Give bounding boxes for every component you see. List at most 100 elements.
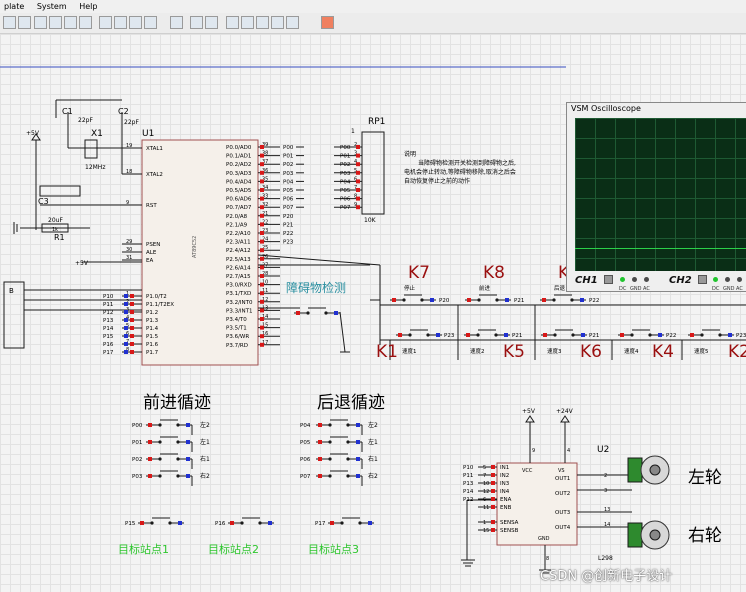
u1-pin-name: ALE bbox=[146, 250, 157, 256]
forward-track-switch-contact bbox=[158, 457, 162, 461]
tools-icon[interactable] bbox=[205, 16, 218, 29]
paste-icon[interactable] bbox=[18, 16, 31, 29]
backward-track-switch-pin bbox=[318, 457, 322, 461]
zoom-icon[interactable] bbox=[99, 16, 112, 29]
u1-pin-name: P2.1/A9 bbox=[226, 222, 248, 228]
wire-icon[interactable] bbox=[114, 16, 127, 29]
device-icon[interactable] bbox=[226, 16, 239, 29]
binoculars-icon[interactable] bbox=[190, 16, 203, 29]
forward-track-switch-contact bbox=[158, 423, 162, 427]
rp1-net: P01 bbox=[340, 154, 350, 160]
check-icon[interactable] bbox=[286, 16, 299, 29]
netlist-icon[interactable] bbox=[170, 16, 183, 29]
ch1-color-box[interactable] bbox=[604, 275, 613, 284]
power-24v: +24V bbox=[556, 408, 574, 415]
oscilloscope-window[interactable]: VSM Oscilloscope CH1 DC GND AC CH2 DC GN… bbox=[566, 102, 746, 292]
u1-pin-name: P2.6/A14 bbox=[226, 265, 251, 271]
u1-pin-name: P2.2/A10 bbox=[226, 231, 251, 237]
key-k7-name: K7 bbox=[408, 263, 430, 283]
u1-pin-num: 38 bbox=[262, 151, 268, 157]
power-5v-b: +5V bbox=[75, 260, 89, 267]
u1-pin-name: PSEN bbox=[146, 242, 160, 248]
u1-p0-net: P01 bbox=[283, 154, 293, 160]
u1-pin-marker bbox=[260, 196, 264, 201]
menu-plate[interactable]: plate bbox=[4, 2, 25, 11]
backward-track-switch-contact bbox=[346, 457, 350, 461]
forward-track-switch-contact bbox=[158, 474, 162, 478]
u1-pin-marker bbox=[260, 265, 264, 270]
u1-pin-marker bbox=[124, 326, 128, 330]
backward-track-switch-contact bbox=[346, 423, 350, 427]
block-delete-icon[interactable] bbox=[79, 16, 92, 29]
key-k2-contact bbox=[700, 333, 704, 337]
u1-pin-marker bbox=[260, 222, 264, 227]
copy-icon[interactable] bbox=[3, 16, 16, 29]
right-wheel-label: 右轮 bbox=[688, 526, 722, 546]
u2-pin-net: P14 bbox=[463, 489, 474, 495]
u2-pin-net: P11 bbox=[463, 473, 473, 479]
station-switch-pin bbox=[368, 521, 372, 525]
u1-pin-num: 15 bbox=[262, 323, 268, 329]
u1-pin-marker bbox=[130, 350, 134, 354]
key-k1-contact bbox=[408, 333, 412, 337]
rp1-pin-marker bbox=[356, 153, 360, 158]
u1-pin-marker bbox=[130, 326, 134, 330]
u2-pin-num: 7 bbox=[483, 473, 486, 479]
u2-pin-name: IN3 bbox=[500, 481, 510, 487]
u1-pin-num: 35 bbox=[262, 176, 268, 182]
key-net: P22 bbox=[589, 298, 599, 304]
u2-pin-marker bbox=[491, 489, 495, 493]
note-line-3: 自动恢复停止之前的动作 bbox=[404, 177, 470, 185]
package-icon[interactable] bbox=[241, 16, 254, 29]
block-move-icon[interactable] bbox=[49, 16, 62, 29]
search-tag-icon[interactable] bbox=[129, 16, 142, 29]
ch2-gnd-led[interactable] bbox=[725, 277, 730, 282]
station-switch-contact bbox=[240, 521, 244, 525]
u1-pin-num: 25 bbox=[262, 245, 268, 251]
key-k6-name: K6 bbox=[580, 342, 602, 362]
ch2-color-box[interactable] bbox=[698, 275, 707, 284]
key-k5-label: 速度2 bbox=[470, 347, 485, 355]
key-net: P21 bbox=[514, 298, 524, 304]
backward-track-net: P07 bbox=[300, 474, 311, 480]
u2-pin-name: OUT3 bbox=[555, 510, 571, 516]
ch2-dc-led[interactable] bbox=[713, 277, 718, 282]
ch2-ac-led[interactable] bbox=[737, 277, 742, 282]
u2-vs: VS bbox=[558, 468, 565, 474]
menu-system[interactable]: System bbox=[36, 2, 67, 11]
key-k1-label: 速度1 bbox=[402, 347, 417, 355]
key-k8-pin bbox=[505, 298, 509, 302]
ch1-gnd-led[interactable] bbox=[632, 277, 637, 282]
ares-icon[interactable] bbox=[321, 16, 334, 29]
bom-icon[interactable] bbox=[271, 16, 284, 29]
u1-pin-num: 9 bbox=[126, 200, 129, 206]
decompose-icon[interactable] bbox=[256, 16, 269, 29]
u2-vs-num: 4 bbox=[567, 448, 570, 454]
key-k5-pin bbox=[504, 333, 508, 337]
station-switch-pin bbox=[230, 521, 234, 525]
forward-track-switch-pin bbox=[148, 457, 152, 461]
u2-pin-num: 6 bbox=[483, 497, 486, 503]
u1-pin-marker bbox=[260, 342, 264, 347]
ch2-dc-label: DC bbox=[712, 286, 720, 292]
block-rotate-icon[interactable] bbox=[64, 16, 77, 29]
u2-vcc: VCC bbox=[522, 468, 533, 474]
menu-help[interactable]: Help bbox=[79, 2, 98, 11]
property-icon[interactable] bbox=[144, 16, 157, 29]
ch1-label: CH1 bbox=[575, 275, 598, 286]
backward-track-switch-contact bbox=[346, 440, 350, 444]
u2-pin-num: 3 bbox=[604, 488, 607, 494]
u1-pin-marker bbox=[260, 291, 264, 296]
u1-pin-name: EA bbox=[146, 258, 153, 264]
ch1-ac-led[interactable] bbox=[644, 277, 649, 282]
station-label: 目标站点1 bbox=[118, 542, 169, 556]
block-copy-icon[interactable] bbox=[34, 16, 47, 29]
ch1-dc-led[interactable] bbox=[620, 277, 625, 282]
key-k6-pin bbox=[581, 333, 585, 337]
u1-pin-name: P0.6/AD6 bbox=[226, 197, 252, 203]
u1-pin-marker bbox=[260, 325, 264, 330]
key-k1-pin bbox=[436, 333, 440, 337]
rp1-pin-num: 4 bbox=[354, 159, 357, 165]
obstacle-switch-contact bbox=[306, 311, 310, 315]
